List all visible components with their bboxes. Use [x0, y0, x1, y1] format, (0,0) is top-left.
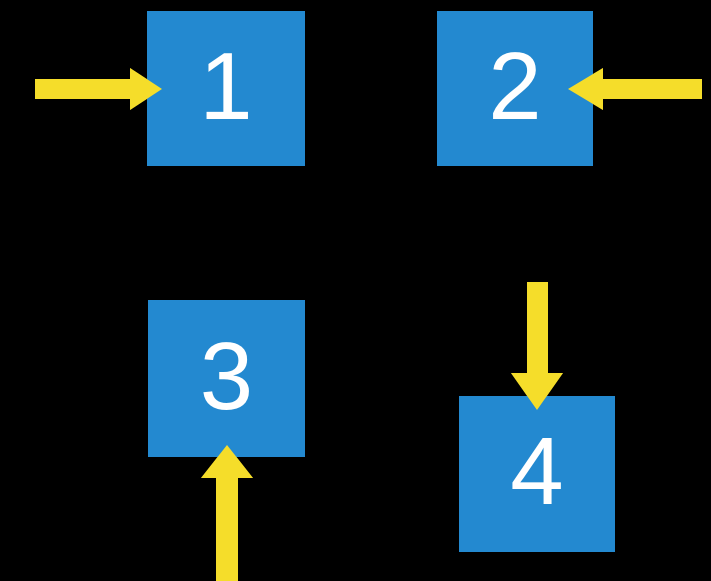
- node-box-4[interactable]: 4: [459, 396, 615, 552]
- node-box-3-label: 3: [199, 322, 254, 430]
- node-box-2[interactable]: 2: [437, 11, 593, 166]
- arrow-up-icon: [201, 445, 253, 581]
- arrow-left-head-icon: [568, 68, 603, 110]
- node-box-4-label: 4: [510, 418, 564, 525]
- arrow-right-head-icon: [130, 68, 162, 110]
- node-box-3[interactable]: 3: [148, 300, 305, 457]
- arrow-down-head-icon: [511, 373, 563, 410]
- arrow-up-head-icon: [201, 445, 253, 478]
- node-box-1-label: 1: [199, 32, 253, 140]
- node-box-2-label: 2: [488, 32, 542, 140]
- node-box-1[interactable]: 1: [147, 11, 305, 166]
